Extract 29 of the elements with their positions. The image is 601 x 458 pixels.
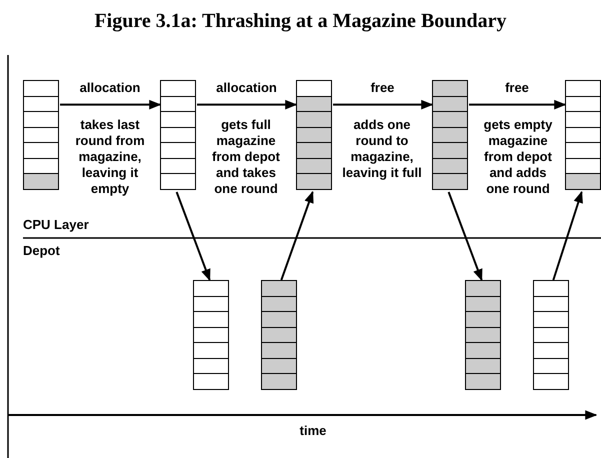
edge-label: free xyxy=(504,80,530,96)
magazine-drawing xyxy=(160,80,196,190)
magazine-drawing xyxy=(261,280,297,390)
layer-label: CPU Layer xyxy=(23,217,89,233)
layer-label: Depot xyxy=(23,243,60,259)
arrow xyxy=(60,100,162,110)
description-text: adds one round to magazine, leaving it full xyxy=(342,117,422,181)
magazine-drawing xyxy=(533,280,569,390)
arrow xyxy=(197,100,298,110)
axis-label: time xyxy=(298,423,328,439)
arrow xyxy=(469,100,566,110)
arrow xyxy=(280,190,314,280)
magazine-drawing xyxy=(23,80,59,190)
edge-label: free xyxy=(370,80,396,96)
description-text: gets empty magazine from depot and adds one round xyxy=(482,117,554,197)
figure-title: Figure 3.1a: Thrashing at a Magazine Boundary xyxy=(93,9,508,34)
edge-label: allocation xyxy=(215,80,278,96)
magazine-drawing xyxy=(465,280,501,390)
arrow xyxy=(333,100,434,110)
magazine-drawing xyxy=(432,80,468,190)
description-text: takes last round from magazine, leaving it empty xyxy=(74,117,146,197)
description-text: gets full magazine from depot and takes one round xyxy=(211,117,281,197)
arrow xyxy=(176,192,211,282)
arrow xyxy=(448,192,483,282)
magazine-drawing xyxy=(296,80,332,190)
edge-label: allocation xyxy=(78,80,142,96)
arrow xyxy=(552,190,583,280)
magazine-drawing xyxy=(565,80,601,190)
magazine-drawing xyxy=(193,280,229,390)
